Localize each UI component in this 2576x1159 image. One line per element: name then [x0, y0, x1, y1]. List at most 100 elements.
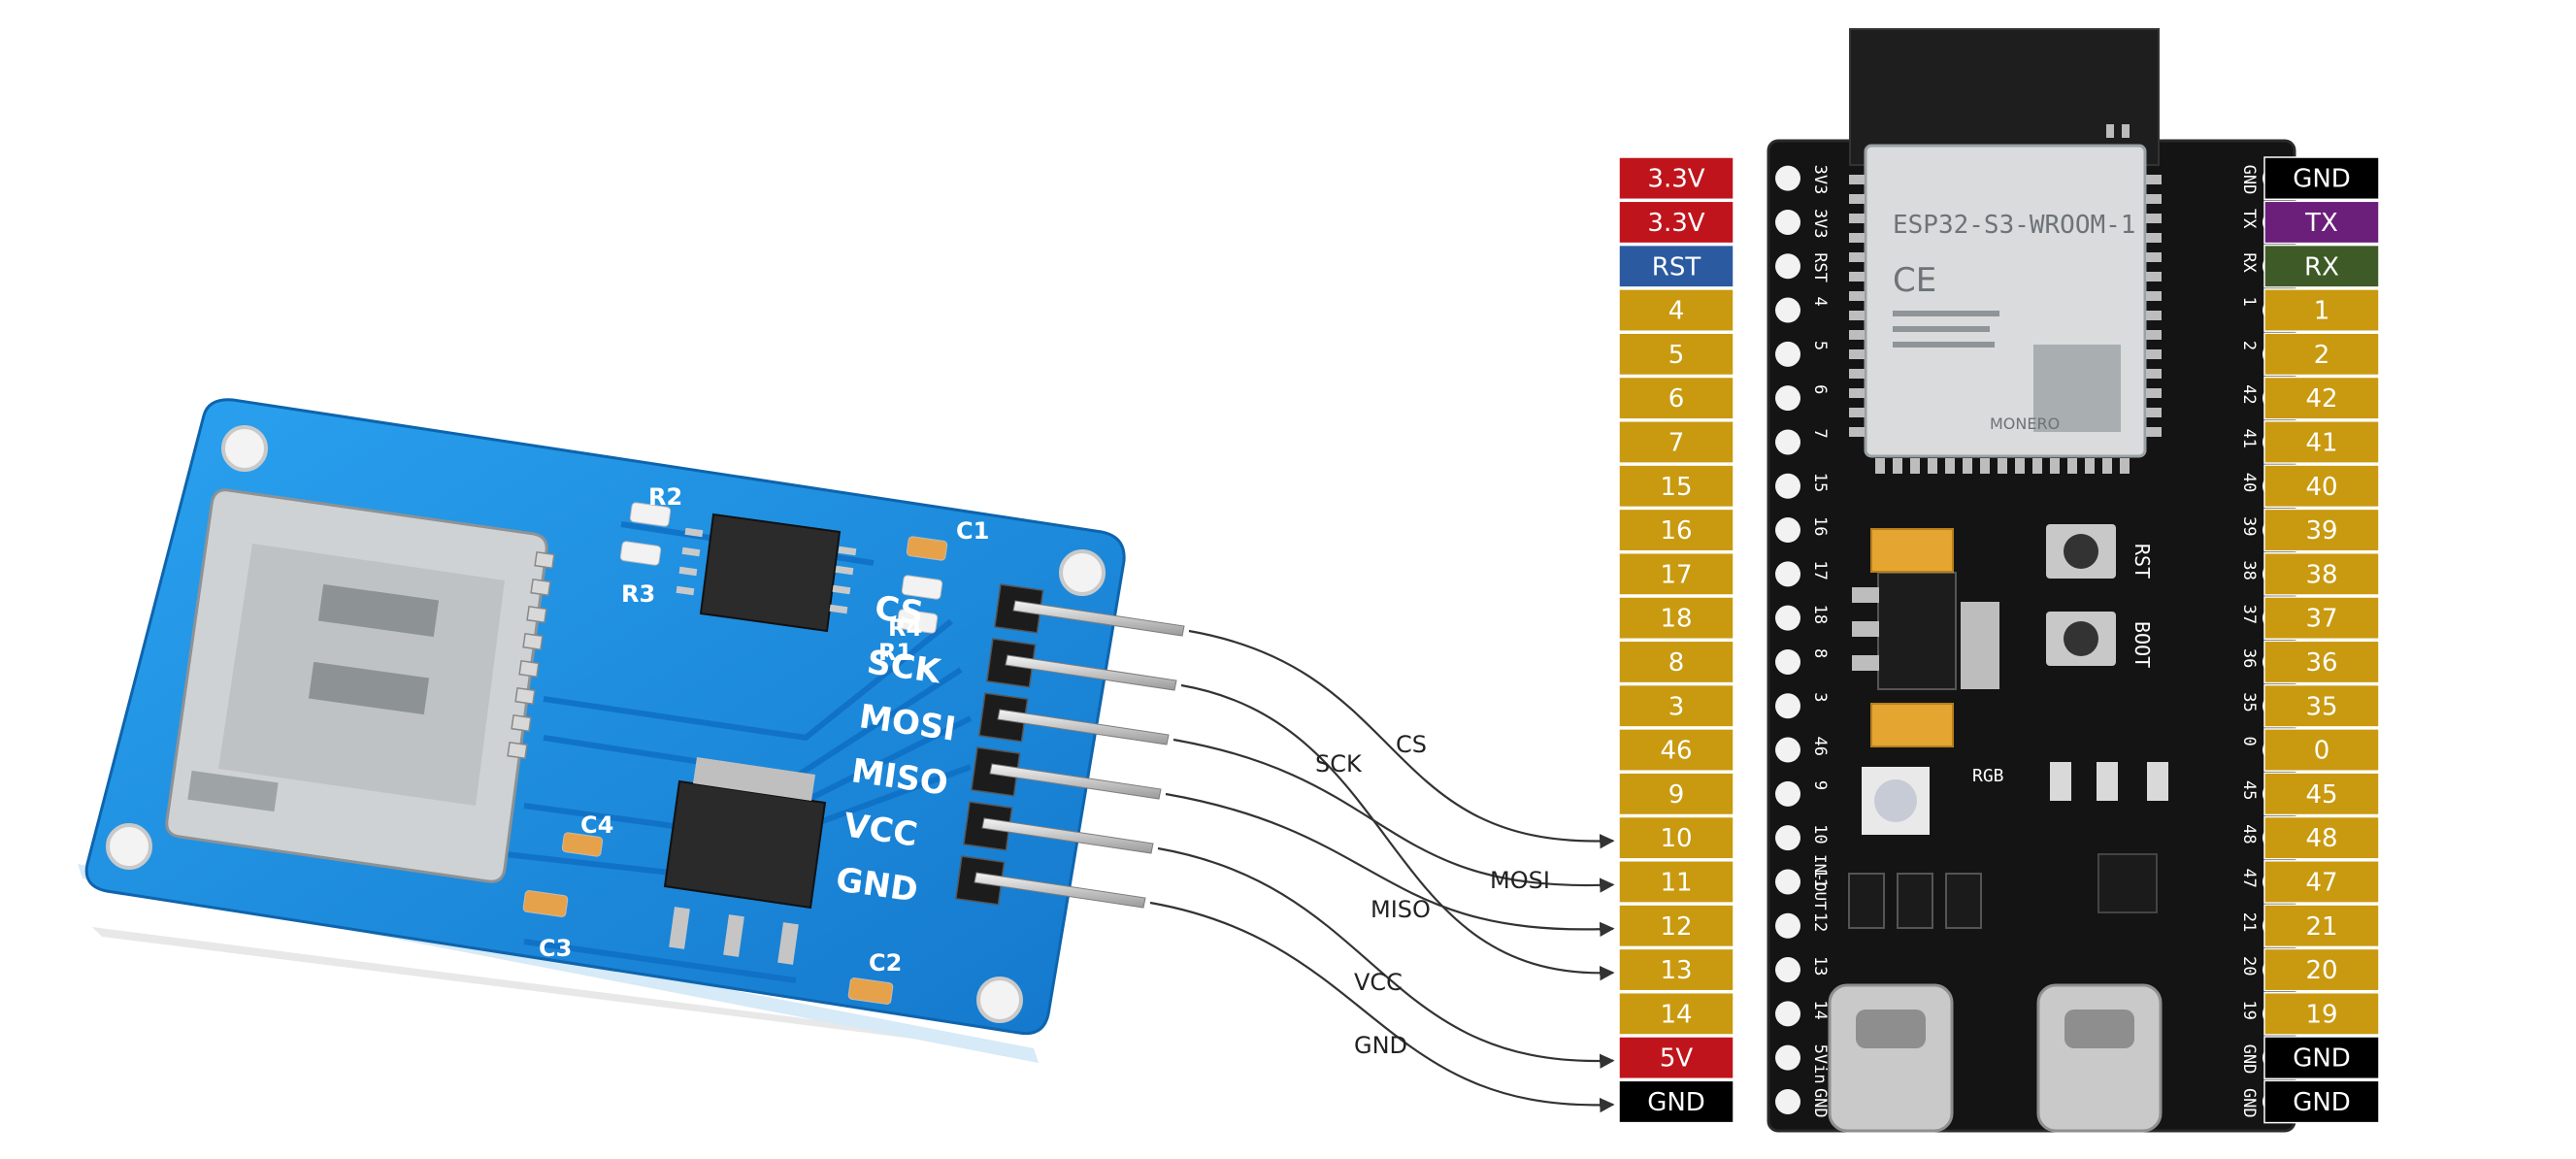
usb-c-port[interactable]: [1828, 983, 1954, 1133]
right-pin-box-21: [2263, 904, 2380, 948]
right-pin-box-rx: [2263, 244, 2380, 288]
right-pin-label-1: 1: [2314, 297, 2330, 326]
right-silk-label: 0: [2239, 737, 2259, 746]
module-pad: [2050, 458, 2060, 474]
right-silk-label: GND: [2239, 1044, 2259, 1075]
right-pin-box-36: [2263, 640, 2380, 684]
module-pad: [2146, 427, 2162, 437]
right-silk-label: 2: [2239, 341, 2259, 350]
silk-c3: C3: [539, 935, 572, 962]
right-pin-box-2: [2263, 332, 2380, 377]
right-silk-label: 37: [2239, 605, 2259, 624]
sd-pin-label-cs: CS: [873, 588, 926, 634]
header-pin-hole: [1775, 165, 1800, 191]
left-pin-label-3: 3: [1668, 692, 1685, 721]
header-pin-hole: [1775, 693, 1800, 719]
right-pin-label-2: 2: [2314, 341, 2330, 370]
module-pad: [2146, 252, 2162, 262]
wire-gnd: [1149, 901, 1615, 1113]
right-pin-label-21: 21: [2305, 912, 2337, 942]
left-silk-label: 9: [1810, 780, 1830, 790]
module-pad: [2032, 458, 2042, 474]
left-pin-label-4: 4: [1668, 297, 1685, 326]
right-silk-label: 42: [2239, 384, 2259, 404]
silk-r3: R3: [621, 580, 655, 608]
right-silk-label: GND: [2239, 1088, 2259, 1118]
right-silk-label: 38: [2239, 560, 2259, 580]
left-pin-label-8: 8: [1668, 648, 1685, 678]
module-pad: [1998, 458, 2007, 474]
right-pin-box-0: [2263, 728, 2380, 772]
module-pad: [1849, 233, 1865, 243]
left-pin-label-6: 6: [1668, 384, 1685, 414]
module-pad: [1849, 330, 1865, 340]
left-silk-label: 16: [1810, 516, 1830, 536]
right-silk-label: 48: [2239, 824, 2259, 844]
module-pad: [2146, 233, 2162, 243]
right-silk-label: 39: [2239, 516, 2259, 536]
left-pin-box-18: [1618, 596, 1734, 641]
module-name-text: ESP32-S3-WROOM-1: [1893, 211, 2135, 240]
left-pin-label-14: 14: [1660, 1000, 1692, 1029]
header-pin: [989, 763, 1162, 800]
wire-cs: [1188, 629, 1615, 849]
right-pin-box-gnd: [2263, 1079, 2380, 1124]
left-pin-box-5v: [1618, 1036, 1734, 1080]
module-pad: [1849, 214, 1865, 223]
right-pin-box-37: [2263, 596, 2380, 641]
module-pad: [2146, 272, 2162, 281]
right-silk-label: 20: [2239, 956, 2259, 976]
right-silk-label: 40: [2239, 473, 2259, 492]
left-pin-label-17: 17: [1660, 560, 1692, 589]
right-pin-label-tx: TX: [2304, 209, 2338, 238]
header-pin-hole: [1775, 385, 1800, 412]
module-pad: [2146, 194, 2162, 204]
module-pad: [1945, 458, 1955, 474]
module-pad: [2146, 214, 2162, 223]
boot-button[interactable]: [2046, 612, 2116, 666]
header-pin-hole: [1775, 473, 1800, 499]
right-pin-label-36: 36: [2305, 648, 2337, 678]
module-pad: [1963, 458, 1972, 474]
header-pin: [1012, 600, 1185, 637]
right-pin-box-1: [2263, 288, 2380, 332]
left-pin-label-12: 12: [1660, 912, 1692, 942]
header-pin: [981, 817, 1154, 854]
wire-label-cs: CS: [1396, 731, 1427, 758]
wire-label-miso: MISO: [1371, 896, 1431, 923]
header-pin-hole: [1775, 825, 1800, 851]
right-silk-label: 21: [2239, 912, 2259, 932]
module-pad: [1980, 458, 1990, 474]
module-pad: [1849, 349, 1865, 359]
left-pin-box-3: [1618, 683, 1734, 728]
mounting-hole: [106, 823, 152, 870]
left-pin-box-5: [1618, 332, 1734, 377]
right-silk-label: TX: [2239, 209, 2259, 229]
right-pin-box-41: [2263, 420, 2380, 464]
module-pad: [2102, 458, 2112, 474]
module-pad: [2146, 369, 2162, 379]
usb-c-port[interactable]: [2036, 983, 2163, 1133]
header-pin-hole: [1775, 780, 1800, 807]
header-pin-hole: [1775, 737, 1800, 763]
mounting-hole: [221, 425, 268, 472]
silk-c2: C2: [869, 949, 902, 977]
right-silk-label: 35: [2239, 692, 2259, 712]
rst-button[interactable]: [2046, 524, 2116, 579]
module-pad: [2146, 175, 2162, 184]
silk-r1: R1: [878, 639, 912, 666]
right-pin-box-42: [2263, 376, 2380, 420]
right-silk-label: RX: [2239, 252, 2259, 273]
right-silk-label: 1: [2239, 297, 2259, 307]
left-pin-label-10: 10: [1660, 824, 1692, 853]
right-pin-box-20: [2263, 947, 2380, 992]
rgb-label: RGB: [1972, 766, 2004, 786]
left-pin-box-16: [1618, 508, 1734, 552]
header-pin-hole: [1775, 209, 1800, 235]
left-pin-label-16: 16: [1660, 516, 1692, 546]
right-pin-label-gnd: GND: [2293, 165, 2351, 194]
module-pad: [1849, 311, 1865, 320]
left-pin-box-6: [1618, 376, 1734, 420]
left-pin-box-3-3v: [1618, 200, 1734, 245]
